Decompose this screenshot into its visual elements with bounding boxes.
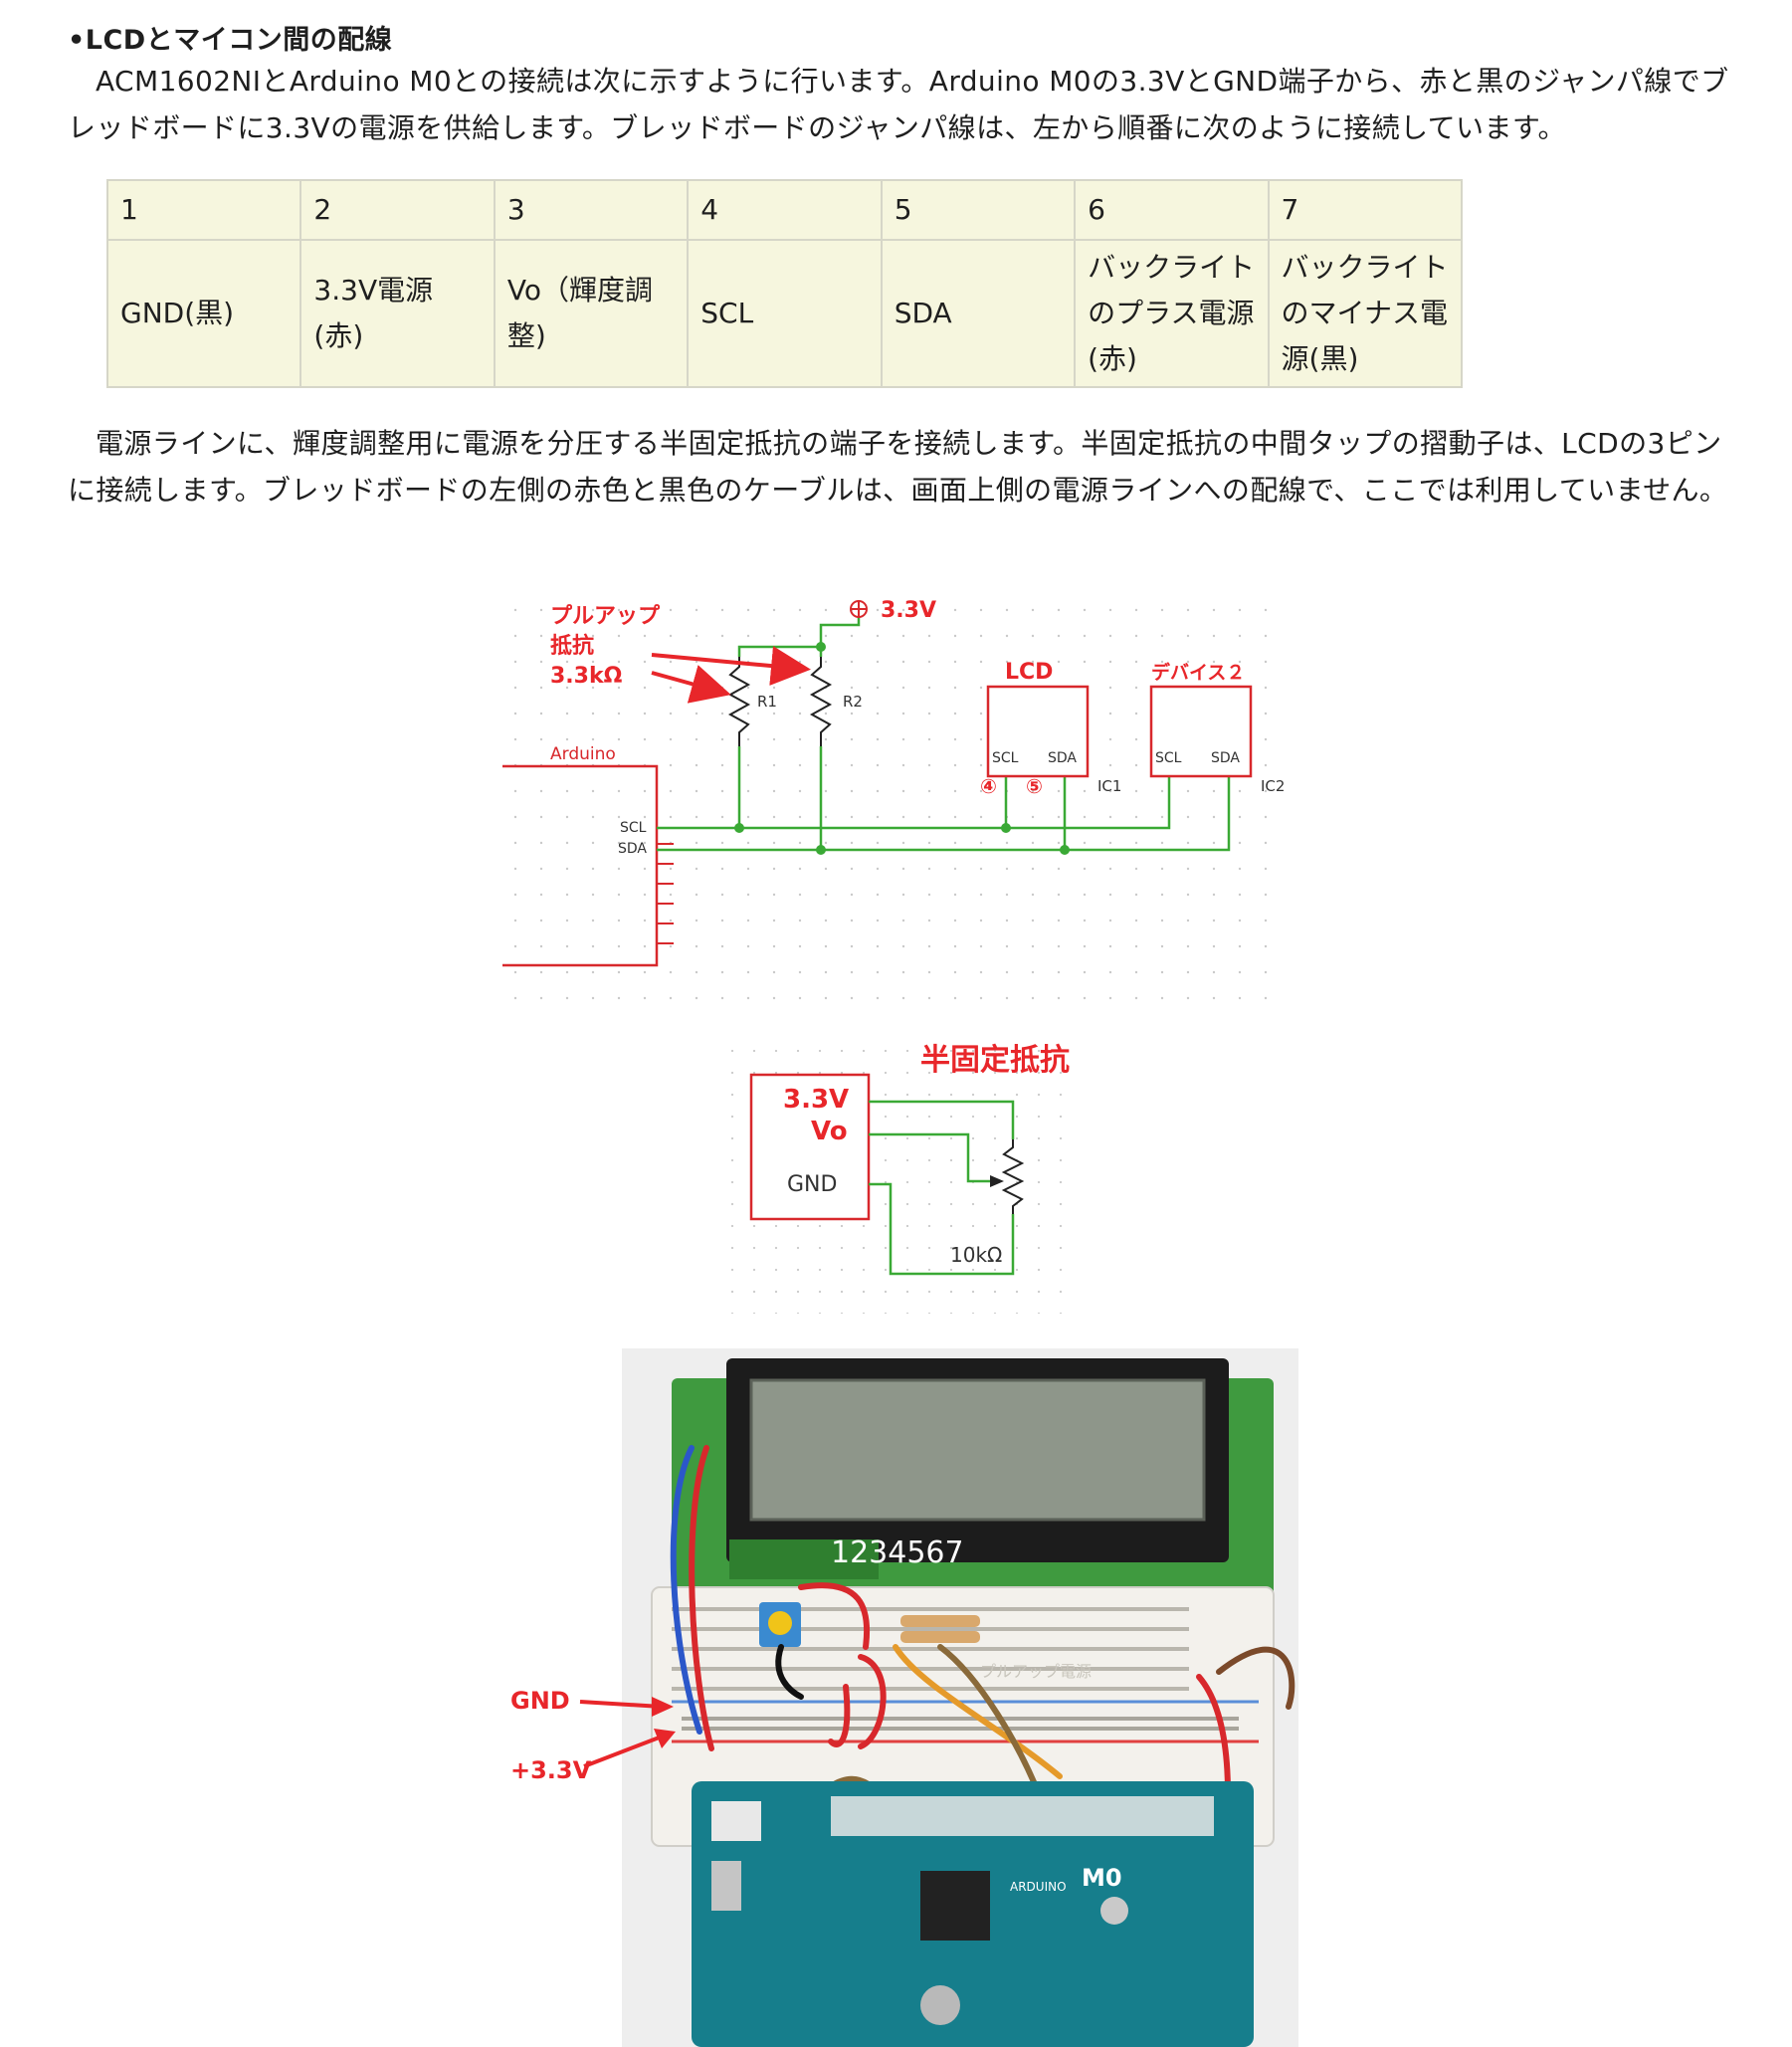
microcontroller-chip xyxy=(920,1871,990,1941)
r1-label: R1 xyxy=(757,693,777,711)
lcd-sda-label: SDA xyxy=(1048,750,1077,766)
i2c-pullup-schematic: Arduino SCL SDA R1 R2 3.3V プルアップ 抵抗 3.3k… xyxy=(502,597,1289,1005)
lcd-pin-numbers: 1234567 xyxy=(831,1535,964,1570)
potentiometer-paragraph: 電源ラインに、輝度調整用に電源を分圧する半固定抵抗の端子を接続します。半固定抵抗… xyxy=(68,427,1728,507)
pin-number: 6 xyxy=(1074,179,1270,241)
pin-number: 4 xyxy=(687,179,883,241)
sda-label: SDA xyxy=(618,841,647,857)
lcd-scl-label: SCL xyxy=(992,750,1019,766)
pot-value-label: 10kΩ xyxy=(950,1243,1002,1267)
potentiometer-schematic: 3.3V Vo GND 半固定抵抗 10kΩ xyxy=(721,1040,1070,1314)
pin-table-body-row: GND(黒) 3.3V電源(赤) Vo（輝度調整) SCL SDA バックライト… xyxy=(105,239,1464,388)
device2-label: デバイス２ xyxy=(1151,661,1245,684)
intro-paragraph: ACM1602NIとArduino M0との接続は次に示すように行います。Ard… xyxy=(68,65,1729,144)
device2-box xyxy=(1149,685,1253,778)
section-heading: •LCDとマイコン間の配線 xyxy=(68,25,393,56)
pin-function: 3.3V電源(赤) xyxy=(299,239,496,388)
lcd-box xyxy=(986,685,1090,778)
breadboard-photo: 1234567 プルアップ電源 ARDUINO M0 xyxy=(510,1348,1298,2047)
arduino-label: Arduino xyxy=(550,744,616,764)
pin-number: 3 xyxy=(493,179,690,241)
pullup-label-line1: プルアップ xyxy=(550,604,661,629)
dev2-scl-label: SCL xyxy=(1155,750,1182,766)
pin-function: SCL xyxy=(687,239,883,388)
pot-title: 半固定抵抗 xyxy=(920,1043,1070,1078)
arrow-to-r2 xyxy=(651,646,811,686)
lcd-pin-box xyxy=(749,1073,871,1221)
pin-function: Vo（輝度調整) xyxy=(493,239,690,388)
pin5-marker: ⑤ xyxy=(1026,774,1043,798)
pin-number: 7 xyxy=(1267,179,1464,241)
pullup-label-line3: 3.3kΩ xyxy=(550,664,623,689)
pin-table-header-row: 1 2 3 4 5 6 7 xyxy=(105,179,1464,241)
pin-function: バックライトのマイナス電源(黒) xyxy=(1267,239,1464,388)
pullup-power-label: プルアップ電源 xyxy=(980,1662,1092,1681)
lcd-label: LCD xyxy=(1005,660,1053,685)
vo-label: Vo xyxy=(811,1117,848,1146)
scl-label: SCL xyxy=(620,820,647,836)
ic1-label: IC1 xyxy=(1097,777,1121,795)
ic2-label: IC2 xyxy=(1261,777,1285,795)
v33-label: 3.3V xyxy=(783,1085,849,1115)
r2-label: R2 xyxy=(843,693,863,711)
pin-table: 1 2 3 4 5 6 7 GND(黒) 3.3V電源(赤) Vo（輝度調整) … xyxy=(105,179,1464,388)
pin-number: 5 xyxy=(880,179,1077,241)
pin4-marker: ④ xyxy=(980,774,997,798)
pin-number: 2 xyxy=(299,179,496,241)
pin-function: バックライトのプラス電源(赤) xyxy=(1074,239,1270,388)
pin-function: GND(黒) xyxy=(105,239,302,388)
arduino-brand: ARDUINO xyxy=(1010,1880,1067,1894)
pin-number: 1 xyxy=(105,179,302,241)
pullup-label-line2: 抵抗 xyxy=(550,633,594,659)
vcc-label: 3.3V xyxy=(881,598,936,623)
arduino-model: M0 xyxy=(1082,1864,1122,1892)
gnd-pin-label: GND xyxy=(787,1172,837,1197)
dev2-sda-label: SDA xyxy=(1211,750,1240,766)
pin-function: SDA xyxy=(880,239,1077,388)
plus33-annotation: +3.3V xyxy=(510,1756,592,1784)
gnd-annotation: GND xyxy=(510,1687,570,1715)
arrow-to-r1 xyxy=(651,665,731,704)
